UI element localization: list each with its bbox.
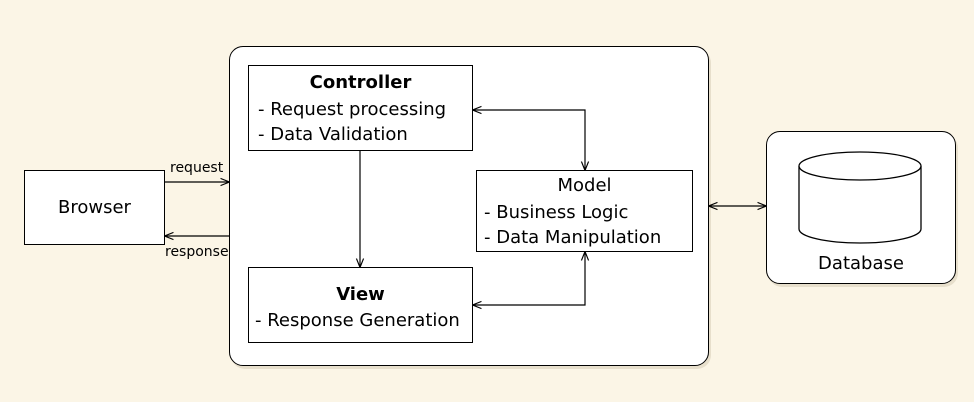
model-box: [476, 170, 693, 252]
model-item: - Business Logic: [484, 202, 629, 223]
request-label: request: [170, 160, 224, 176]
view-title: View: [336, 284, 385, 305]
controller-box: [248, 65, 473, 151]
view-item: - Response Generation: [255, 310, 460, 331]
view-box: [248, 267, 473, 343]
response-label: response: [165, 244, 229, 260]
browser-box: [24, 170, 165, 245]
model-title: Model: [557, 175, 612, 196]
controller-item: - Data Validation: [258, 124, 408, 145]
model-item: - Data Manipulation: [484, 227, 662, 248]
browser-label: Browser: [58, 197, 131, 218]
controller-title: Controller: [309, 72, 412, 93]
database-label: Database: [818, 253, 904, 274]
controller-item: - Request processing: [258, 99, 447, 120]
